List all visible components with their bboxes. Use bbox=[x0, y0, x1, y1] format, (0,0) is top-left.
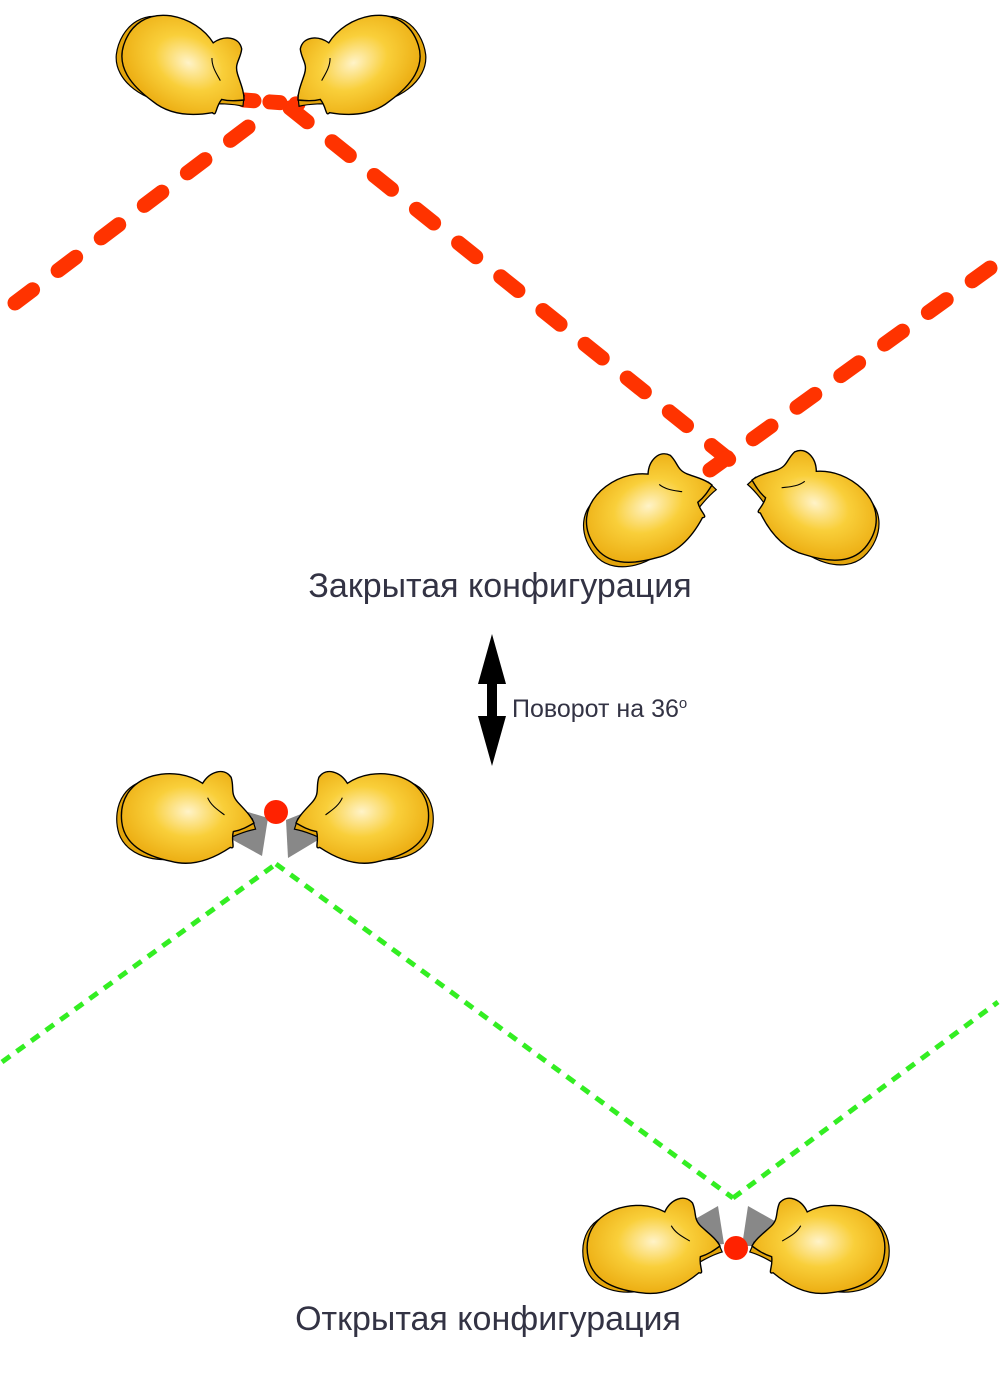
open-path-middle bbox=[274, 861, 735, 1201]
protein-domain-icon bbox=[289, 763, 437, 869]
protein-domain-icon bbox=[729, 434, 898, 582]
rotation-degree-symbol: o bbox=[678, 695, 688, 712]
rotation-label: Поворот на 36o bbox=[512, 688, 687, 725]
linker-wedge bbox=[742, 1206, 780, 1246]
open-configuration-paths bbox=[0, 861, 1000, 1201]
closed-path-right bbox=[702, 260, 998, 478]
double-headed-arrow-icon bbox=[478, 634, 506, 766]
pivot-dot-icon bbox=[724, 1236, 748, 1260]
closed-configuration-label: Закрытая конфигурация bbox=[308, 567, 692, 605]
pivot-dot-icon bbox=[264, 800, 288, 824]
rotation-text: Поворот на 36 bbox=[512, 695, 679, 723]
open-configuration-label: Открытая конфигурация bbox=[295, 1300, 681, 1338]
open-path-right bbox=[731, 999, 1000, 1201]
closed-path-left bbox=[7, 104, 276, 311]
open-path-left bbox=[0, 861, 278, 1065]
protein-domain-icon bbox=[565, 438, 733, 583]
closed-path-middle bbox=[282, 100, 750, 478]
protein-domain-icon bbox=[113, 763, 261, 869]
closed-path-top-link bbox=[236, 92, 306, 112]
protein-domain-icon bbox=[580, 1196, 725, 1297]
closed-configuration-paths bbox=[7, 92, 998, 478]
protein-domain-icon bbox=[100, 0, 270, 142]
linker-wedge bbox=[222, 812, 268, 856]
protein-domain-icon bbox=[747, 1196, 892, 1297]
